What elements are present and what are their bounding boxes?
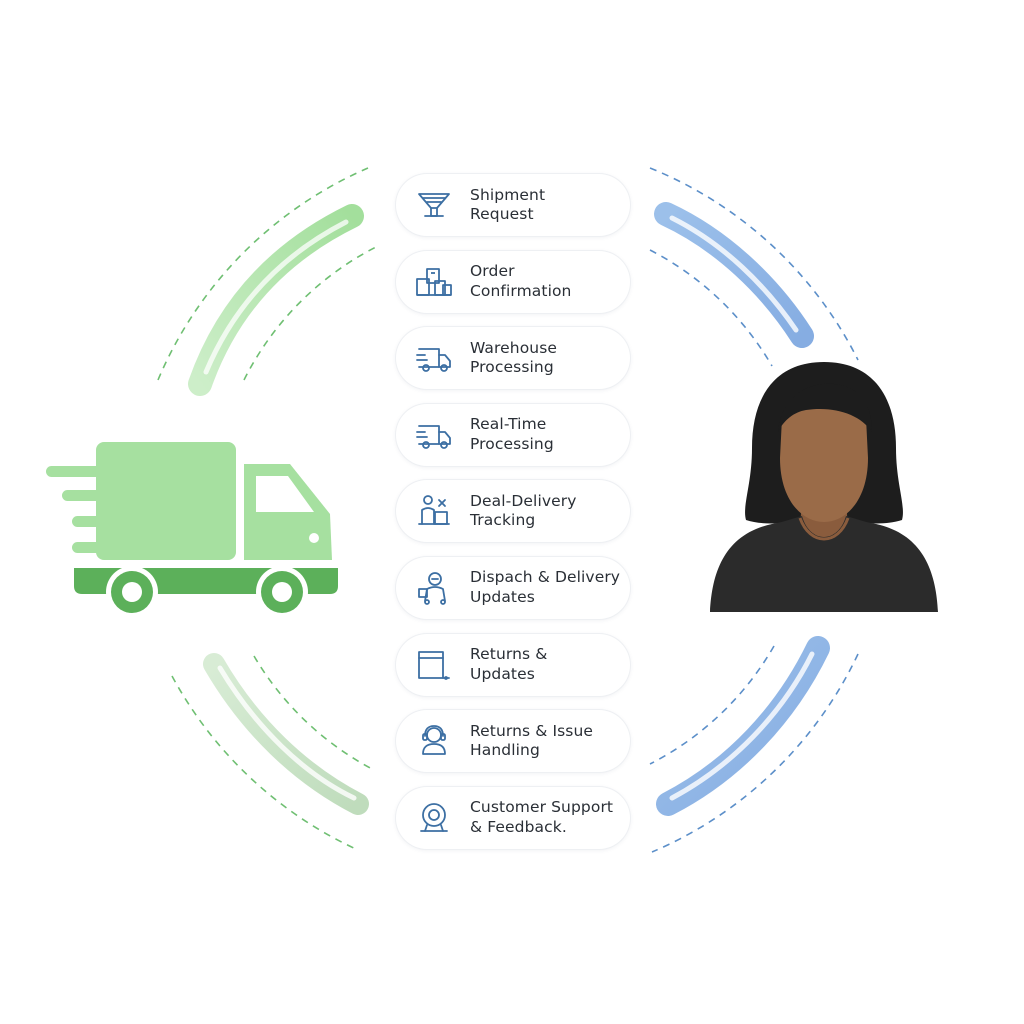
step-order-confirmation[interactable]: Order Confirmation (396, 250, 630, 313)
dashed-arc-left-bottom-outer (171, 675, 359, 851)
delivery-truck-icon (412, 336, 456, 380)
stacked-boxes-icon (412, 260, 456, 304)
arc-band-left-bottom-highlight (217, 665, 357, 801)
package-box-icon (412, 643, 456, 687)
step-label: Real-Time Processing (470, 415, 554, 453)
arc-band-right-top (654, 202, 814, 348)
truck-light (309, 533, 319, 543)
process-steps-list: Shipment Request Order Confirmation (396, 174, 630, 863)
arc-band-left-top (188, 204, 364, 396)
truck-wheel-front-hub (272, 582, 292, 602)
step-returns-updates[interactable]: Returns & Updates (396, 633, 630, 696)
step-deal-delivery-tracking[interactable]: Deal-Delivery Tracking (396, 480, 630, 543)
truck-wheel-rear-hub (122, 582, 142, 602)
step-dispatch-delivery-updates[interactable]: Dispach & Delivery Updates (396, 556, 630, 619)
step-label: Deal-Delivery Tracking (470, 491, 577, 530)
avatar-shirt (710, 516, 938, 612)
step-label: Returns & Issue Handling (470, 721, 594, 760)
support-agent-icon (412, 719, 456, 763)
delivery-truck-icon (412, 413, 456, 457)
step-label: Returns & Updates (470, 645, 548, 683)
step-shipment-request[interactable]: Shipment Request (396, 174, 630, 236)
step-label: Shipment Request (470, 185, 546, 224)
avatar-hair-bangs (778, 383, 872, 432)
dashed-arc-right-top-inner (649, 249, 773, 367)
dashed-arc-left-bottom-inner (253, 655, 375, 771)
avatar-collar (798, 517, 850, 541)
truck-cargo (96, 442, 236, 560)
arc-band-right-bottom (656, 636, 830, 816)
dashed-arc-right-top-outer (649, 167, 859, 361)
truck-window (256, 476, 314, 512)
arc-band-right-bottom-highlight (669, 651, 815, 801)
avatar-face (780, 400, 868, 522)
dashed-arc-left-top-outer (157, 167, 369, 381)
funnel-icon (412, 183, 456, 227)
headset-icon (412, 796, 456, 840)
step-label: Warehouse Processing (470, 338, 558, 377)
step-label: Order Confirmation (470, 262, 572, 300)
courier-icon (412, 566, 456, 610)
step-label: Customer Support & Feedback. (470, 798, 614, 836)
step-customer-support-feedback[interactable]: Customer Support & Feedback. (396, 786, 630, 849)
arc-band-left-top-highlight (203, 219, 349, 375)
dashed-arc-left-top-inner (243, 245, 379, 381)
step-warehouse-processing[interactable]: Warehouse Processing (396, 327, 630, 390)
step-returns-issue-handling[interactable]: Returns & Issue Handling (396, 710, 630, 773)
warehouse-worker-icon (412, 489, 456, 533)
step-label: Dispach & Delivery Updates (470, 568, 621, 606)
dashed-arc-right-bottom-outer (651, 653, 859, 853)
step-real-time-processing[interactable]: Real-Time Processing (396, 403, 630, 466)
arc-band-left-bottom (203, 653, 369, 815)
arc-band-right-top-highlight (669, 215, 799, 333)
delivery-truck-icon (46, 442, 338, 618)
customer-avatar-icon (710, 362, 938, 612)
